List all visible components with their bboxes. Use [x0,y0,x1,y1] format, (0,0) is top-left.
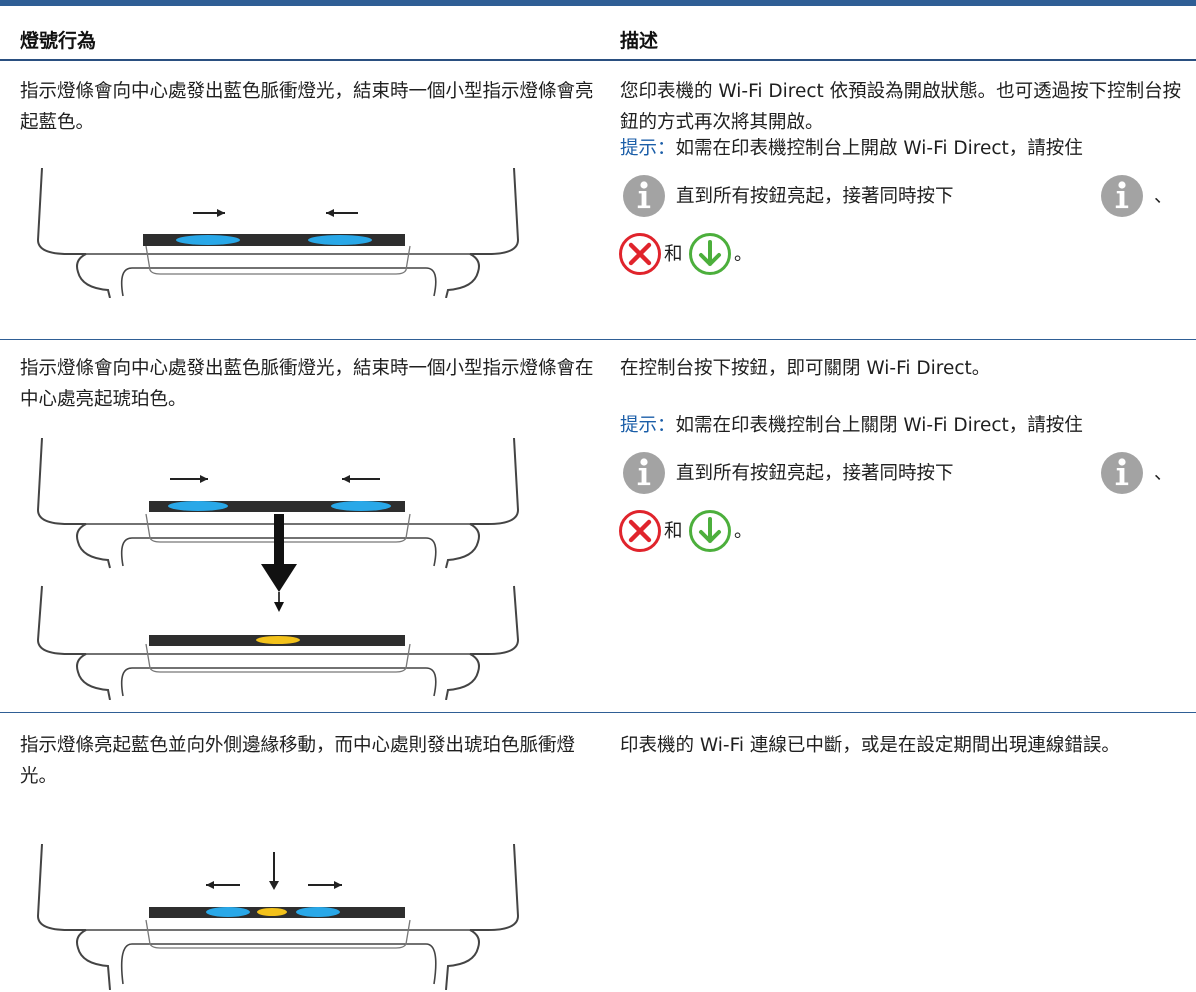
tip-mid-text: 直到所有按鈕亮起，接著同時按下 [676,463,954,484]
tip-label: 提示： [620,138,676,159]
tip-and: 和 [664,244,683,265]
tip-end: 。 [734,521,753,542]
tip-text: 如需在印表機控制台上開啟 Wi-Fi Direct，請按住 [675,138,1083,159]
row2-light-bar-diagram [36,438,520,700]
row-divider [0,339,1196,340]
tip-label: 提示： [620,415,676,436]
resume-arrow-icon [688,509,732,553]
info-icon [1100,451,1144,495]
tip-comma: 、 [1154,186,1173,207]
tip-comma: 、 [1154,463,1173,484]
resume-arrow-icon [688,232,732,276]
info-icon [622,174,666,218]
row1-light-bar-diagram [36,168,520,298]
row-divider [0,712,1196,713]
row3-behavior-text: 指示燈條亮起藍色並向外側邊緣移動，而中心處則發出琥珀色脈衝燈光。 [20,735,576,787]
row3-light-bar-diagram [36,844,520,990]
header-divider [0,59,1196,61]
tip-and: 和 [664,521,683,542]
info-icon [1100,174,1144,218]
row1-behavior-text: 指示燈條會向中心處發出藍色脈衝燈光，結束時一個小型指示燈條會亮起藍色。 [20,81,594,133]
row1-description-text: 您印表機的 Wi-Fi Direct 依預設為開啟狀態。也可透過按下控制台按鈕的… [620,81,1182,133]
table-top-rule [0,0,1196,6]
tip-text: 如需在印表機控制台上關閉 Wi-Fi Direct，請按住 [675,415,1083,436]
info-icon [622,451,666,495]
row2-behavior-text: 指示燈條會向中心處發出藍色脈衝燈光，結束時一個小型指示燈條會在中心處亮起琥珀色。 [20,358,594,410]
row3-description-text: 印表機的 Wi-Fi 連線已中斷，或是在設定期間出現連線錯誤。 [620,735,1120,756]
tip-end: 。 [734,244,753,265]
tip-mid-text: 直到所有按鈕亮起，接著同時按下 [676,186,954,207]
column-header-light-behavior: 燈號行為 [20,30,97,52]
cancel-icon [618,509,662,553]
row2-description-text: 在控制台按下按鈕，即可關閉 Wi-Fi Direct。 [620,358,991,379]
cancel-icon [618,232,662,276]
column-header-description: 描述 [620,30,659,52]
